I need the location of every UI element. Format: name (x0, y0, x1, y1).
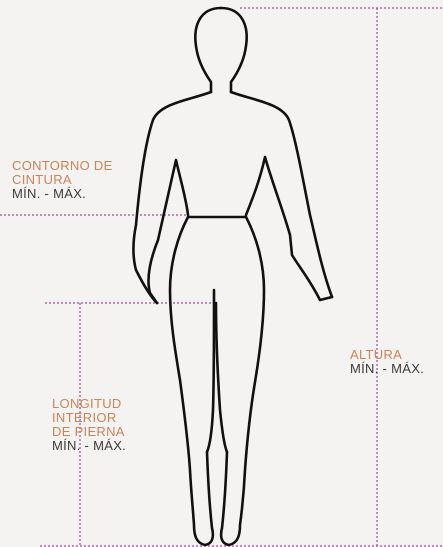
right-arm-inner (246, 157, 332, 300)
height-label-line1: ALTURA (350, 348, 424, 362)
height-range: MÍN. - MÁX. (350, 362, 424, 376)
right-leg-outer (221, 217, 264, 545)
right-leg-inner (216, 303, 227, 452)
waist-label-line1: CONTORNO DE (12, 159, 113, 173)
torso-right (231, 92, 332, 297)
waist-measurement-label: CONTORNO DE CINTURA MÍN. - MÁX. (12, 159, 113, 201)
measurement-guides (0, 8, 443, 547)
head-shape (195, 8, 221, 92)
height-measurement-label: ALTURA MÍN. - MÁX. (350, 348, 424, 376)
inseam-range: MÍN. - MÁX. (52, 439, 126, 453)
inseam-label-line3: DE PIERNA (52, 425, 126, 439)
waist-label-line2: CINTURA (12, 173, 113, 187)
inseam-label-line1: LONGITUD (52, 397, 126, 411)
left-leg-outer (170, 217, 213, 545)
waist-range: MÍN. - MÁX. (12, 187, 113, 201)
inseam-measurement-label: LONGITUD INTERIOR DE PIERNA MÍN. - MÁX. (52, 397, 126, 453)
inseam-label-line2: INTERIOR (52, 411, 126, 425)
left-leg-inner (207, 303, 214, 452)
figure-outline (133, 8, 332, 545)
